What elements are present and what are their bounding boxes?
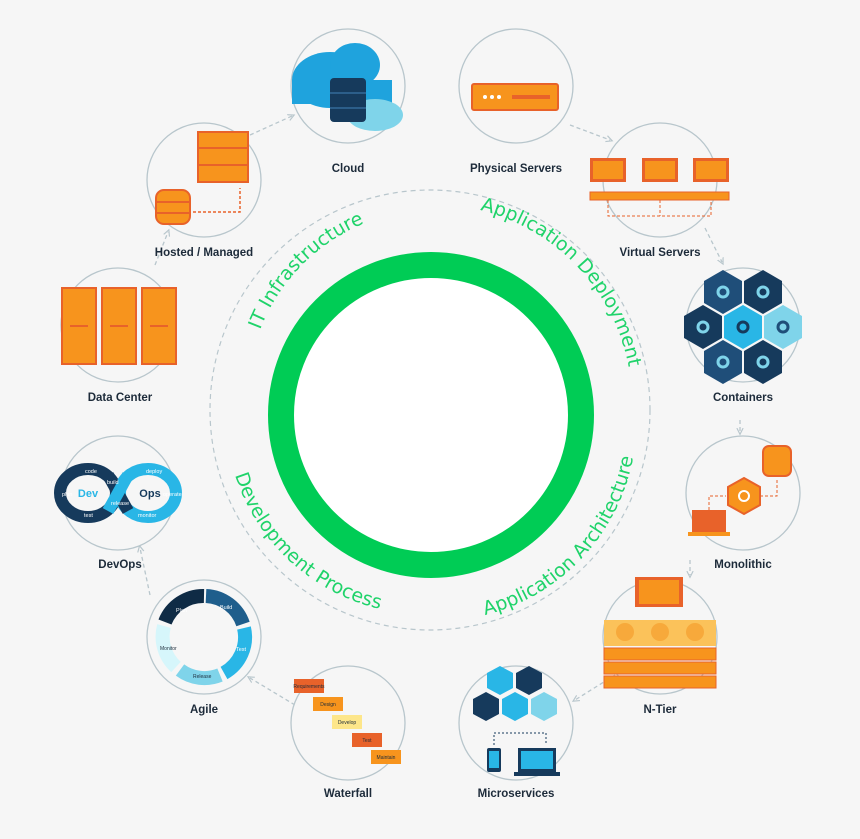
icon-step-label: monitor xyxy=(138,513,157,519)
icon-step-label: operate xyxy=(163,492,182,498)
icon-step-label: Develop xyxy=(338,720,357,726)
node-monolithic: Monolithic xyxy=(685,435,801,571)
label-containers: Containers xyxy=(713,392,773,404)
cloud-icon xyxy=(292,43,403,131)
label-waterfall: Waterfall xyxy=(324,788,372,800)
icon-step-label: Maintain xyxy=(377,755,396,761)
waterfall-steps-icon: Requirements Design Develop Test Maintai… xyxy=(293,679,401,764)
label-n-tier: N-Tier xyxy=(643,704,677,716)
icon-step-label: Test xyxy=(362,738,372,744)
icon-step-label: Monitor xyxy=(160,646,177,652)
node-physical-servers: Physical Servers xyxy=(458,28,574,175)
label-agile: Agile xyxy=(190,704,218,716)
server-icon xyxy=(471,83,559,111)
node-cloud: Cloud xyxy=(290,28,406,175)
icon-step-label: Build xyxy=(220,605,232,611)
node-agile: Plan Build Test Release Monitor Agile xyxy=(146,579,262,716)
microservices-icon xyxy=(473,666,560,776)
node-waterfall: Requirements Design Develop Test Maintai… xyxy=(290,665,406,800)
label-virtual-servers: Virtual Servers xyxy=(620,247,701,259)
icon-step-label: deploy xyxy=(146,469,162,475)
n-tier-icon xyxy=(603,577,717,689)
node-n-tier: N-Tier xyxy=(602,577,718,716)
icon-step-label: Requirements xyxy=(293,684,325,690)
label-devops: DevOps xyxy=(98,559,141,571)
data-center-icon xyxy=(61,287,177,365)
node-data-center: Data Center xyxy=(60,267,177,404)
monolithic-icon xyxy=(688,445,792,536)
icon-step-label: code xyxy=(85,469,97,475)
icon-step-label: build xyxy=(107,480,119,486)
icon-step-label: Test xyxy=(236,647,247,653)
icon-step-label: release xyxy=(111,501,129,507)
label-data-center: Data Center xyxy=(88,392,153,404)
node-devops: Dev Ops code build test plan release dep… xyxy=(54,435,182,571)
label-monolithic: Monolithic xyxy=(714,559,772,571)
center-ring xyxy=(268,252,594,578)
label-physical-servers: Physical Servers xyxy=(470,163,562,175)
hosted-server-icon xyxy=(155,131,249,225)
icon-step-label: Design xyxy=(320,702,336,708)
devops-ops-text: Ops xyxy=(139,488,160,500)
icon-step-label: Release xyxy=(193,674,212,680)
cycle-ring xyxy=(209,189,651,631)
devops-dev-text: Dev xyxy=(78,488,99,500)
containers-hex-icon xyxy=(684,270,802,384)
label-microservices: Microservices xyxy=(478,788,555,800)
agile-cycle-icon: Plan Build Test Release Monitor xyxy=(155,589,253,686)
virtual-servers-icon xyxy=(589,158,730,217)
icon-step-label: Plan xyxy=(176,608,187,614)
node-microservices: Microservices xyxy=(458,665,574,800)
node-containers: Containers xyxy=(684,267,802,404)
label-cloud: Cloud xyxy=(332,163,365,175)
node-virtual-servers: Virtual Servers xyxy=(589,122,730,259)
label-hosted-managed: Hosted / Managed xyxy=(155,247,253,259)
devops-infinity-icon: Dev Ops code build test plan release dep… xyxy=(54,463,182,523)
node-hosted-managed: Hosted / Managed xyxy=(146,122,262,259)
icon-step-label: test xyxy=(84,513,93,519)
icon-step-label: plan xyxy=(62,492,72,498)
